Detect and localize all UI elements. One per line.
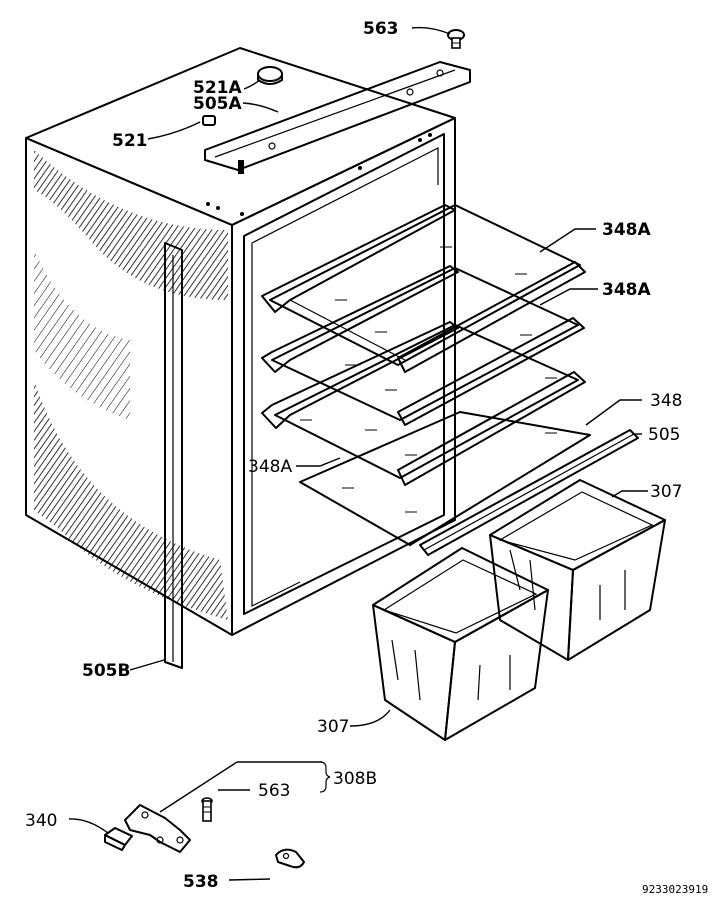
door-seal-strip-505b [164,242,183,669]
brace-308b [319,761,331,793]
label-307-right: 307 [650,482,682,502]
crisper-bin-307-left [372,547,549,741]
label-521: 521 [112,131,148,151]
label-563-top: 563 [363,19,399,39]
plug-521 [202,115,216,126]
part-labels: 563 521A 505A 521 348A 348A 348 505 348A… [25,19,708,896]
label-348a-1: 348A [602,220,651,240]
drawing-code: 9233023919 [642,883,708,896]
label-563-bottom: 563 [258,781,290,801]
leader-lines [68,26,648,881]
label-538: 538 [183,872,219,892]
hinge-plate-308b [124,804,191,853]
shelf-glass-348 [299,411,591,546]
label-348a-2: 348A [602,280,651,300]
label-340: 340 [25,811,57,831]
label-348: 348 [650,391,682,411]
cap-538 [275,848,305,869]
bar-505 [419,429,639,556]
shelf-348a-2 [261,265,585,426]
cabinet [25,47,456,636]
block-340 [104,827,133,851]
screw-563-bottom [201,797,213,822]
shelf-348a-1 [261,204,586,373]
crisper-bin-307-right [489,479,666,661]
screw-563-top [447,29,465,49]
side-panel-shading [34,150,228,300]
label-307-left: 307 [317,717,349,737]
label-308b: 308B [333,769,377,789]
label-505b: 505B [82,661,130,681]
label-348a-3: 348A [248,457,292,477]
top-hinge-bracket-505a [204,61,471,174]
label-521a: 521A [193,78,242,98]
label-505: 505 [648,425,680,445]
label-505a: 505A [193,94,242,114]
knob-521a [257,66,283,85]
